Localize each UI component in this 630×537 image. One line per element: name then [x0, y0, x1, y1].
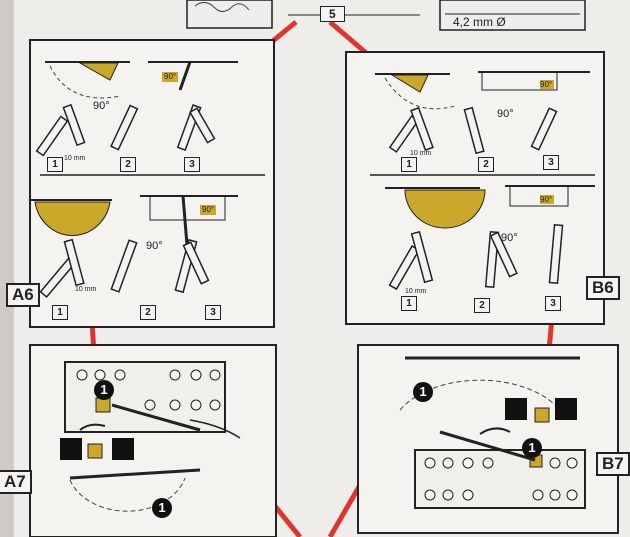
b6-angle-bottom-small: 90°: [540, 195, 553, 204]
a6-yellow-semicircle: [34, 201, 111, 237]
panel-tag-a7: A7: [0, 470, 32, 494]
b6-angle-top-small: 90°: [540, 80, 553, 89]
a6-angle-bottom-step: 90°: [146, 240, 163, 252]
a7-callout-top: 1: [94, 380, 114, 400]
b6-step-2: 2: [478, 157, 494, 172]
panel-tag-b6: B6: [586, 276, 620, 300]
a6-yellow-wedge: [78, 62, 119, 81]
a6-step-1: 1: [47, 157, 63, 172]
b6-distance: 10 mm: [410, 150, 432, 157]
b6-bottom-step-1: 1: [401, 296, 417, 311]
b6-distance-bottom: 10 mm: [405, 288, 427, 295]
a7-callout-bottom: 1: [152, 498, 172, 518]
a6-step-2: 2: [120, 157, 136, 172]
b6-step-3: 3: [543, 155, 559, 170]
b7-callout-top: 1: [413, 382, 433, 402]
b6-yellow-semicircle: [404, 189, 486, 229]
screw-spec: 4,2 mm Ø: [453, 15, 506, 29]
panel-tag-b7: B7: [596, 452, 630, 476]
a6-distance-bottom: 10 mm: [75, 286, 97, 293]
a6-angle-step: 90°: [93, 100, 110, 112]
b6-bottom-step-3: 3: [545, 296, 561, 311]
panel-a6-frame: [29, 39, 275, 328]
a6-step-3: 3: [184, 157, 200, 172]
a6-angle-top-small: 90°: [164, 72, 177, 81]
top-illustration-frame: [186, 0, 273, 29]
b6-yellow-wedge: [390, 74, 429, 93]
b7-closer-body: [414, 449, 586, 509]
b6-step-1: 1: [401, 157, 417, 172]
a6-distance: 10 mm: [64, 155, 86, 162]
b6-angle-step: 90°: [497, 108, 514, 120]
a6-bottom-step-3: 3: [205, 305, 221, 320]
page-number: 5: [320, 6, 345, 22]
a6-bottom-step-1: 1: [52, 305, 68, 320]
a6-angle-bottom-small: 90°: [202, 205, 215, 214]
a6-bottom-step-2: 2: [140, 305, 156, 320]
b6-bottom-step-2: 2: [474, 298, 490, 313]
b6-angle-bottom-step: 90°: [501, 232, 518, 244]
b7-callout-bottom: 1: [522, 438, 542, 458]
panel-tag-a6: A6: [6, 283, 40, 307]
